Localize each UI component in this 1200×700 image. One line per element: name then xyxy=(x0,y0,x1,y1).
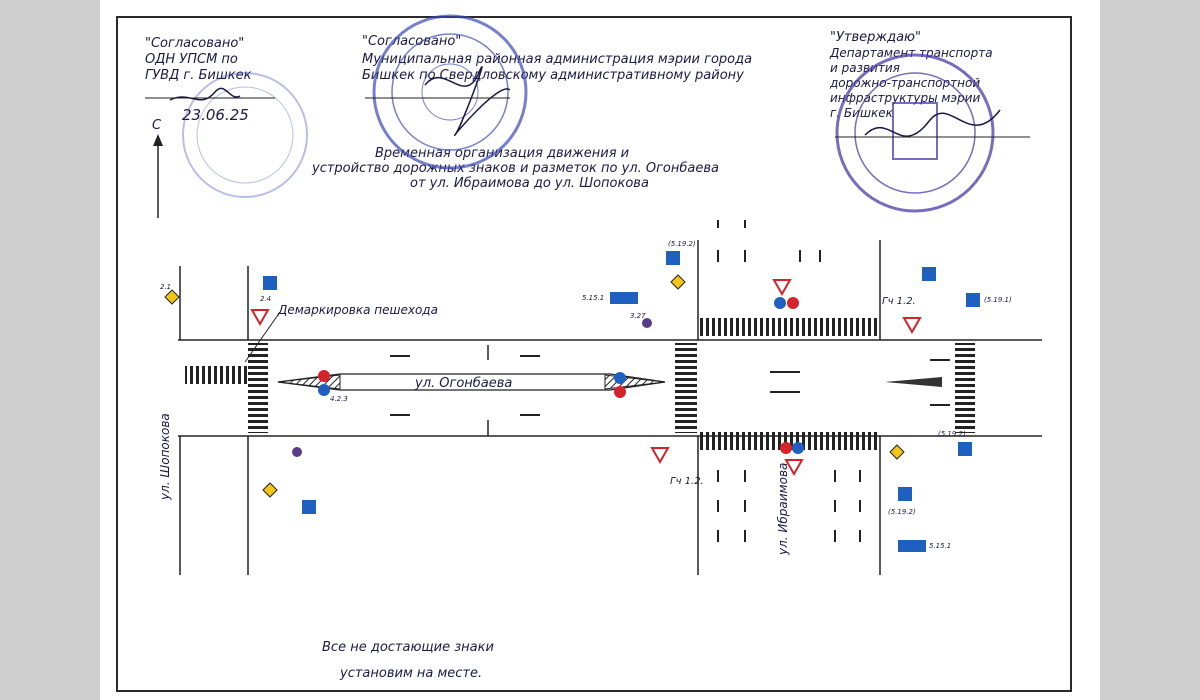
lane-sign-label-a: 5.15.1 xyxy=(582,294,605,302)
road-shopokova xyxy=(179,266,249,575)
approval-right-line2: и развития xyxy=(830,61,900,75)
footer-note-line1: Все не достающие знаки xyxy=(322,640,494,655)
street-label-ibraimova: ул. Ибраимова xyxy=(776,462,790,555)
marking-label-lower: Гч 1.2. xyxy=(670,476,704,487)
sign-code-label-b: (5.19.2) xyxy=(938,430,966,438)
traffic-scheme xyxy=(118,14,1070,601)
background-left xyxy=(0,0,100,700)
approval-right-line5: г. Бишкек xyxy=(830,106,893,120)
island-signs xyxy=(292,297,804,457)
road-ogonbaeva xyxy=(178,339,1042,437)
north-label: С xyxy=(152,118,162,133)
drawing-frame xyxy=(116,16,1072,692)
priority-road-signs xyxy=(164,274,905,498)
document-sheet: "Согласовано" ОДН УПСМ по ГУВД г. Бишкек… xyxy=(100,0,1100,700)
title-line2: устройство дорожных знаков и разметок по… xyxy=(312,161,719,176)
stamp-middle xyxy=(372,14,528,170)
footer-note-line2: установим на месте. xyxy=(340,666,483,681)
approval-middle-heading: "Согласовано" xyxy=(362,34,462,49)
stamp-right xyxy=(835,53,995,213)
signature-right xyxy=(864,109,1001,137)
sign-code-label-d: (5.19.1) xyxy=(984,296,1012,304)
crosswalk-removal-label: Демаркировка пешехода xyxy=(278,303,438,317)
pedestrian-crossing-signs xyxy=(263,251,980,514)
approval-middle-line1: Муниципальная районная администрация мэр… xyxy=(362,52,753,67)
lane-markings xyxy=(390,220,950,542)
approval-middle-line2: Бишкек по Свердловскому административном… xyxy=(362,68,744,83)
approval-left-line1: ОДН УПСМ по xyxy=(145,52,238,67)
title-line3: от ул. Ибраимова до ул. Шопокова xyxy=(410,176,649,191)
crosswalk-removal-pointer xyxy=(244,311,281,363)
keep-right-code-label: 4.2.3 xyxy=(330,395,348,403)
approval-left-line2: ГУВД г. Бишкек xyxy=(145,68,252,83)
lane-info-signs xyxy=(610,292,926,552)
street-label-ogonbaeva: ул. Огонбаева xyxy=(415,376,513,391)
approval-right-heading: "Утверждаю" xyxy=(830,30,921,45)
crosswalks xyxy=(185,318,975,450)
street-label-shopokova: ул. Шопокова xyxy=(158,413,172,500)
median-island xyxy=(277,373,942,391)
north-arrow xyxy=(153,134,163,218)
give-way-signs xyxy=(250,279,922,477)
background-right xyxy=(1100,0,1200,700)
approval-left-heading: "Согласовано" xyxy=(145,36,245,51)
priority-code-label: 2.1 xyxy=(160,283,172,291)
give-way-code-label: 2.4 xyxy=(260,295,272,303)
sign-code-label-a: (5.19.2) xyxy=(668,240,696,248)
approval-right-line4: инфраструктуры мэрии xyxy=(830,91,981,105)
sign-code-label-c: (5.19.2) xyxy=(888,508,916,516)
lane-sign-label-b: 5.15.1 xyxy=(929,542,952,550)
stamp-left xyxy=(182,72,308,198)
signature-left xyxy=(169,87,241,101)
marking-label-upper: Гч 1.2. xyxy=(882,296,916,307)
approval-left-date: 23.06.25 xyxy=(182,106,249,124)
no-stopping-code-label: 3.27 xyxy=(630,312,646,320)
signature-middle xyxy=(424,66,511,136)
approval-right-line1: Департамент транспорта xyxy=(830,46,993,60)
title-line1: Временная организация движения и xyxy=(375,146,630,161)
